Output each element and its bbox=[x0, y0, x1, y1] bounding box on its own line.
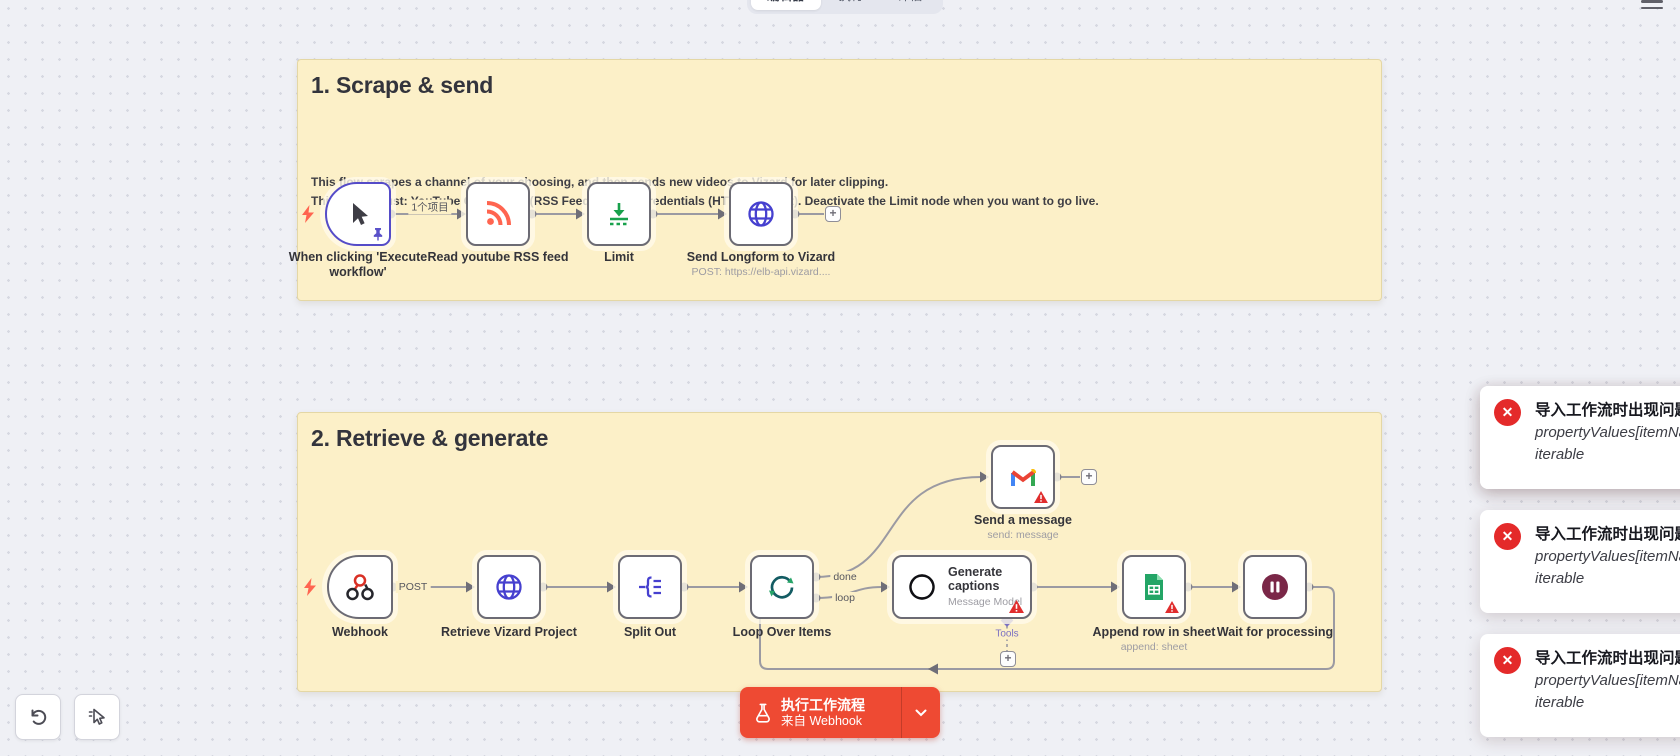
node-label: Loop Over Items bbox=[732, 625, 832, 639]
node-wait[interactable] bbox=[1243, 555, 1307, 619]
add-node-button[interactable]: + bbox=[1081, 469, 1097, 485]
limit-icon bbox=[610, 203, 628, 226]
output-loop-label: loop bbox=[832, 592, 858, 604]
node-label: Limit bbox=[604, 250, 634, 264]
connection-post-label: POST bbox=[395, 581, 431, 593]
node-gmail[interactable] bbox=[991, 445, 1055, 509]
pinned-data-icon bbox=[373, 228, 383, 241]
node-generate-captions[interactable]: Generate captions Message Model bbox=[892, 555, 1032, 619]
node-label: Append row in sheet bbox=[1092, 625, 1216, 639]
chevron-down-icon bbox=[915, 709, 927, 716]
tab-evaluations[interactable]: 评估 bbox=[882, 0, 939, 10]
error-icon: ✕ bbox=[1494, 523, 1521, 550]
node-label: Webhook bbox=[331, 625, 389, 639]
node-manual-trigger[interactable] bbox=[325, 182, 391, 246]
toast-title: 导入工作流时出现问题 bbox=[1535, 526, 1680, 543]
toast-title: 导入工作流时出现问题 bbox=[1535, 650, 1680, 667]
toast-message: propertyValues[itemName] is not iterable bbox=[1535, 424, 1680, 463]
add-node-button[interactable]: + bbox=[825, 206, 841, 222]
execute-button-sublabel: 来自 Webhook bbox=[781, 713, 863, 728]
node-label: Split Out bbox=[623, 625, 677, 639]
error-toast-3[interactable]: ✕ 导入工作流时出现问题 propertyValues[itemName] is… bbox=[1480, 634, 1680, 737]
view-tab-bar: 编辑器 执行 评估 bbox=[747, 0, 943, 14]
execute-options-dropdown[interactable] bbox=[901, 687, 940, 738]
node-label: Read youtube RSS feed bbox=[427, 250, 569, 264]
warning-icon bbox=[1009, 600, 1024, 613]
toast-title: 导入工作流时出现问题 bbox=[1535, 402, 1680, 419]
sticky-title: 2. Retrieve & generate bbox=[311, 425, 549, 451]
error-icon: ✕ bbox=[1494, 399, 1521, 426]
error-toast-2[interactable]: ✕ 导入工作流时出现问题 propertyValues[itemName] is… bbox=[1480, 510, 1680, 613]
pointer-arrow-icon bbox=[88, 708, 105, 725]
node-rss-feed[interactable] bbox=[466, 182, 530, 246]
rss-icon bbox=[486, 201, 511, 226]
warning-icon bbox=[1165, 601, 1179, 613]
node-limit[interactable] bbox=[587, 182, 651, 246]
node-subtitle: send: message bbox=[987, 529, 1059, 541]
trigger-bolt-icon bbox=[302, 205, 314, 223]
trigger-bolt-icon bbox=[304, 578, 316, 596]
pause-icon bbox=[1262, 574, 1288, 600]
tab-editor[interactable]: 编辑器 bbox=[751, 0, 821, 10]
execute-button-label: 执行工作流程 bbox=[781, 696, 865, 713]
execute-workflow-button[interactable]: 执行工作流程 来自 Webhook bbox=[740, 687, 940, 738]
tab-executions[interactable]: 执行 bbox=[823, 0, 880, 10]
toast-message: propertyValues[itemName] is not iterable bbox=[1535, 548, 1680, 587]
toast-message: propertyValues[itemName] is not iterable bbox=[1535, 672, 1680, 711]
gmail-icon bbox=[1011, 469, 1036, 486]
mouse-pointer-icon bbox=[353, 203, 368, 225]
node-label: Wait for processing bbox=[1216, 625, 1334, 639]
node-split-out[interactable] bbox=[618, 555, 682, 619]
node-loop-over-items[interactable] bbox=[750, 555, 814, 619]
tidy-up-button[interactable] bbox=[74, 694, 120, 740]
add-tool-button[interactable]: + bbox=[1000, 651, 1016, 667]
node-label: Retrieve Vizard Project bbox=[441, 625, 577, 639]
sticky-title: 1. Scrape & send bbox=[311, 72, 494, 98]
node-http-vizard[interactable] bbox=[729, 182, 793, 246]
connection-items-label: 1个项目 bbox=[408, 199, 452, 215]
error-toast-1[interactable]: ✕ 导入工作流时出现问题 propertyValues[itemName] is… bbox=[1480, 386, 1680, 489]
openai-icon bbox=[909, 574, 935, 600]
node-label: Send Longform to Vizard bbox=[686, 250, 836, 264]
split-out-icon bbox=[639, 576, 661, 598]
menu-icon[interactable] bbox=[1639, 0, 1665, 14]
node-title: Generate captions bbox=[948, 565, 1003, 593]
node-subtitle: POST: https://elb-api.vizard.... bbox=[691, 266, 831, 278]
webhook-icon bbox=[346, 574, 374, 601]
warning-icon bbox=[1034, 491, 1048, 503]
node-webhook[interactable] bbox=[327, 555, 393, 619]
node-label: Send a message bbox=[974, 513, 1072, 527]
node-append-sheet[interactable] bbox=[1122, 555, 1186, 619]
output-done-label: done bbox=[830, 571, 860, 583]
error-icon: ✕ bbox=[1494, 647, 1521, 674]
node-http-retrieve[interactable] bbox=[477, 555, 541, 619]
globe-icon bbox=[496, 574, 522, 600]
node-subtitle: append: sheet bbox=[1120, 641, 1188, 653]
loop-icon bbox=[769, 575, 794, 599]
sticky-note-retrieve-generate[interactable]: 2. Retrieve & generate This flow retriev… bbox=[297, 412, 1382, 692]
rotate-left-icon bbox=[31, 709, 47, 725]
reset-view-button[interactable] bbox=[15, 694, 61, 740]
tools-connector-label: Tools bbox=[992, 628, 1022, 640]
google-sheets-icon bbox=[1145, 574, 1163, 600]
globe-icon bbox=[748, 201, 774, 227]
flask-icon bbox=[756, 703, 770, 723]
